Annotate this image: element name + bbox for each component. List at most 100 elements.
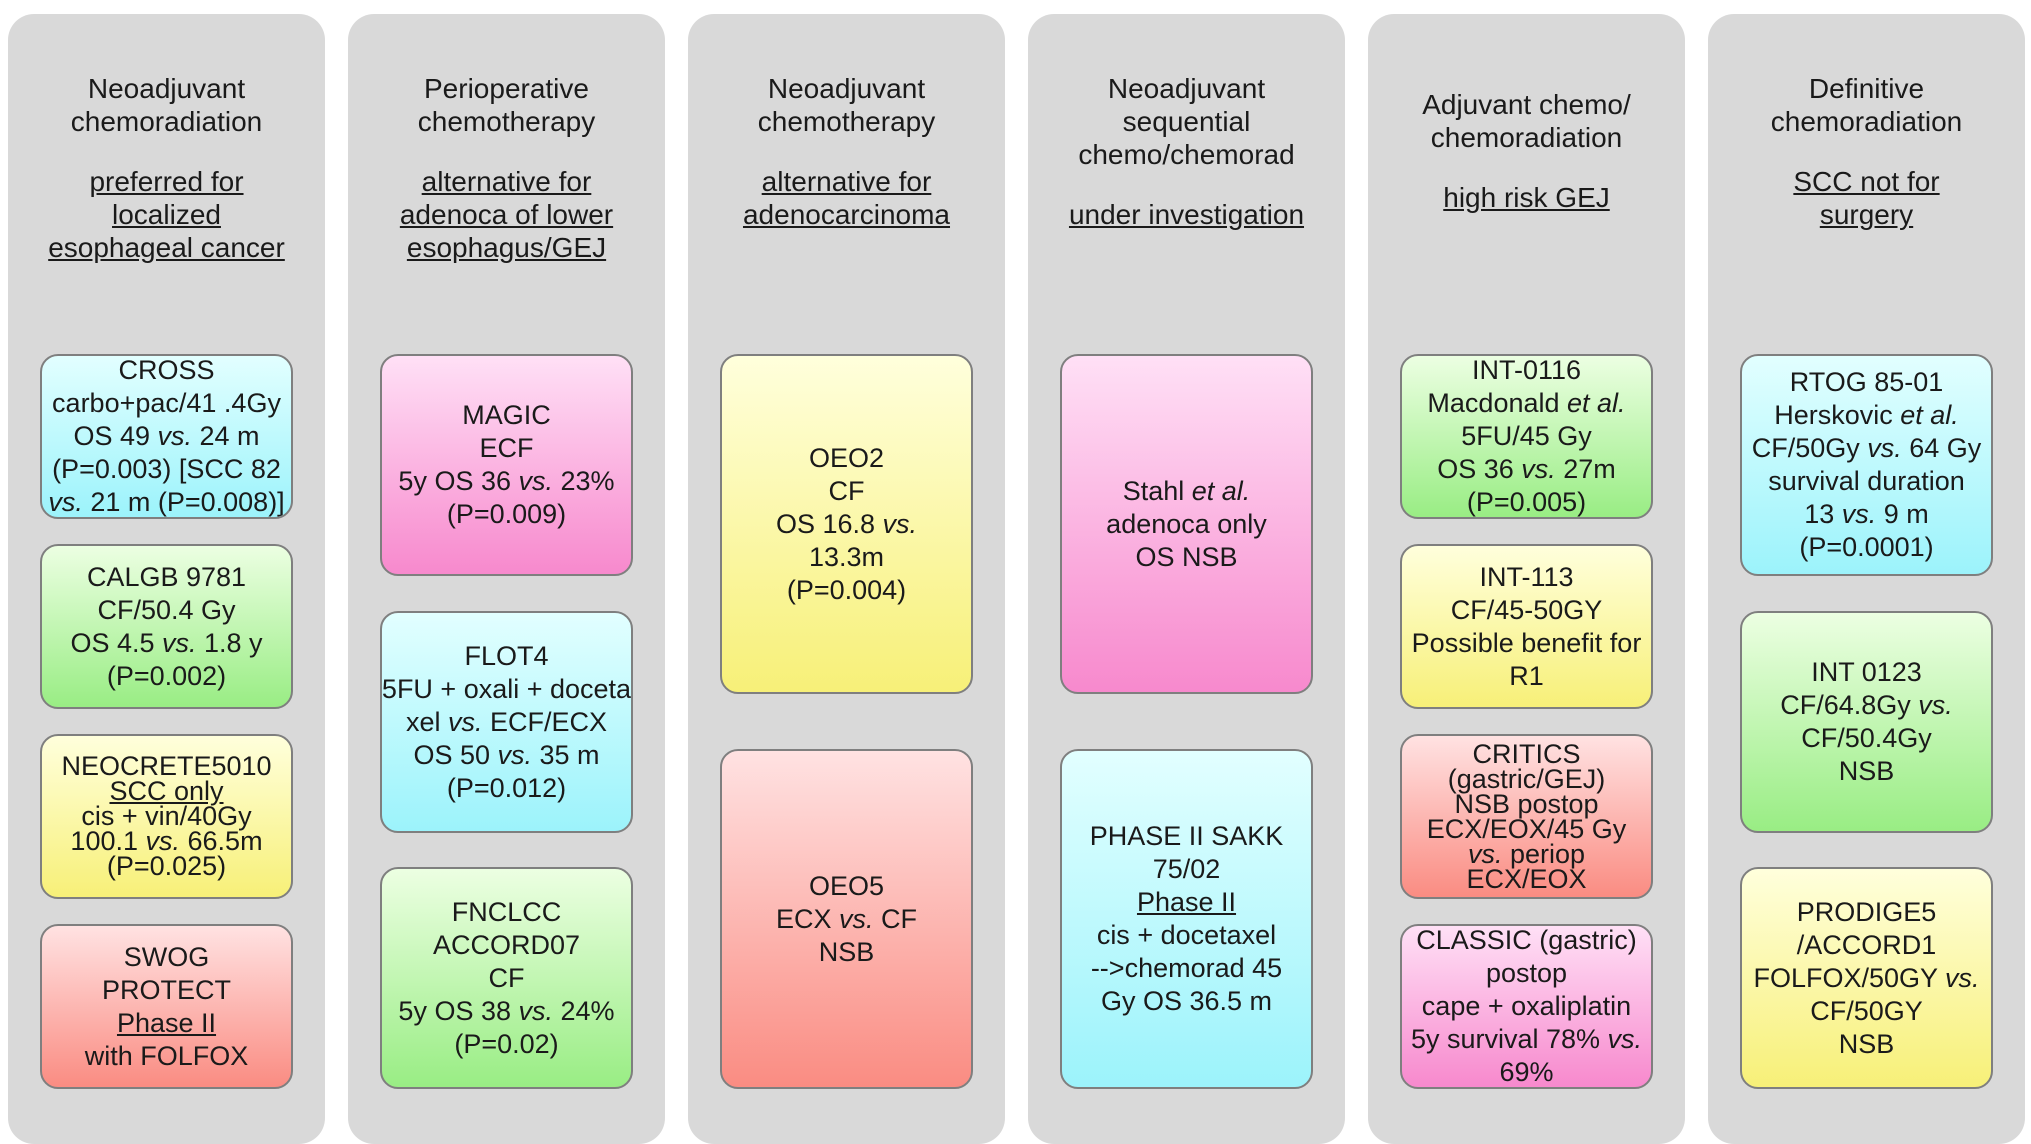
column-recommendation-line: adenocarcinoma — [742, 199, 951, 230]
column-title-line: chemo/chemorad — [1078, 139, 1295, 170]
trial-detail-line: OS 50 vs. 35 m — [413, 739, 600, 770]
trial-name: PHASE II SAKK — [1089, 821, 1284, 851]
trial-detail-line: (P=0.004) — [786, 574, 907, 605]
column-recommendation-line: esophagus/GEJ — [406, 232, 607, 263]
trial-detail-line: OS 49 vs. 24 m — [73, 421, 260, 451]
trial-name: FLOT4 — [464, 640, 549, 671]
column-title-line: Neoadjuvant — [87, 73, 246, 104]
trial-detail-line: CF/50Gy vs. 64 Gy — [1751, 433, 1982, 463]
trial-detail-line: with FOLFOX — [84, 1040, 249, 1071]
trial-detail-line: cape + oxaliplatin — [1421, 991, 1632, 1021]
trial-detail-line: NSB — [1838, 756, 1895, 786]
trial-name: RTOG 85-01 — [1789, 367, 1944, 397]
trial-detail-line: 13.3m — [808, 541, 885, 572]
trial-detail-line: survival duration — [1768, 466, 1965, 496]
trial-detail-line: (P=0.0001) — [1799, 532, 1934, 562]
column-header: Adjuvant chemo/chemoradiation high risk G… — [1368, 88, 1685, 214]
trial-detail-line: FOLFOX/50GY vs. — [1753, 962, 1980, 993]
trial-detail-line: (P=0.012) — [446, 772, 567, 803]
trial-detail-line: 5FU + oxali + doceta — [381, 673, 632, 704]
column-recommendation-line: localized — [112, 199, 221, 230]
trial-detail-line: CF/50.4 Gy — [97, 594, 236, 625]
trial-name: SWOG — [123, 941, 210, 972]
trial-detail-line: (P=0.025) — [106, 851, 227, 881]
trial-name: INT-113 — [1479, 561, 1574, 592]
trial-detail-line: Phase II — [116, 1007, 217, 1038]
trial-detail-line: OS 4.5 vs. 1.8 y — [70, 627, 263, 658]
trial-detail-line: 100.1 vs. 66.5m — [70, 826, 263, 856]
trial-detail-line: 69% — [1499, 1057, 1554, 1087]
trial-detail-line: Herskovic et al. — [1774, 400, 1959, 430]
trial-detail-line: /ACCORD1 — [1796, 929, 1937, 960]
trial-detail-line: CF/50GY — [1810, 995, 1923, 1026]
trial-detail-line: (P=0.003) [SCC 82 — [52, 454, 281, 484]
column-recommendation: high risk GEJ — [1368, 181, 1685, 214]
column-title-line: Neoadjuvant — [1107, 73, 1266, 104]
column-recommendation-line: esophageal cancer — [48, 232, 285, 263]
trial-detail-line: NSB — [1838, 1028, 1895, 1059]
trial-detail-line: (gastric/GEJ) — [1447, 763, 1606, 794]
trial-detail-line: -->chemorad 45 — [1090, 953, 1283, 983]
trial-detail-line: cis + docetaxel — [1096, 920, 1277, 950]
column-title-line: chemoradiation — [1430, 122, 1623, 153]
trial-detail-line: Macdonald et al. — [1427, 388, 1626, 418]
trial-detail-line: (P=0.02) — [454, 1028, 559, 1059]
trial-detail-line: carbo+pac/41 .4Gy — [52, 388, 281, 418]
column-title-line: Neoadjuvant — [767, 73, 926, 104]
column-title: Adjuvant chemo/chemoradiation — [1368, 88, 1685, 154]
trial-detail-line: CF — [488, 962, 525, 993]
trial-name: CALGB 9781 — [86, 561, 247, 592]
trial-name: CLASSIC (gastric) — [1416, 925, 1637, 955]
trial-detail-line: CF — [828, 475, 865, 506]
trial-detail-line: ECF — [479, 433, 534, 463]
trial-detail-line: OS 36 vs. 27m — [1437, 454, 1616, 484]
trial-name: Stahl et al. — [1122, 475, 1251, 506]
column-recommendation-line: SCC not for — [1793, 166, 1940, 197]
trial-detail-line: SCC only — [109, 776, 224, 806]
trial-name: NEOCRETE5010 — [61, 751, 272, 781]
trial-detail-line: xel vs. ECF/ECX — [405, 706, 608, 737]
trial-detail-line: adenoca only — [1106, 508, 1267, 539]
trial-name: PRODIGE5 — [1796, 896, 1937, 927]
column-recommendation-line: high risk GEJ — [1443, 182, 1610, 213]
column-recommendation-line: surgery — [1819, 199, 1914, 230]
column-title-line: sequential — [1122, 106, 1251, 137]
trial-detail-line: ECX vs. CF — [775, 903, 918, 934]
trial-detail-line: 5y survival 78% vs. — [1410, 1024, 1643, 1054]
trial-detail-line: 5FU/45 Gy — [1461, 421, 1592, 451]
trial-detail-line: postop — [1485, 958, 1568, 988]
trial-name: MAGIC — [462, 400, 551, 430]
column-title-line: chemoradiation — [1770, 106, 1963, 137]
trial-name: INT-0116 — [1471, 355, 1582, 385]
column-recommendation-line: alternative for — [761, 166, 932, 197]
trial-detail-line: vs. 21 m (P=0.008)] — [48, 487, 285, 517]
column-title-line: chemoradiation — [70, 106, 263, 137]
trial-detail-line: Gy OS 36.5 m — [1100, 986, 1273, 1016]
trial-detail-line: R1 — [1509, 660, 1544, 691]
trial-detail-line: CF/64.8Gy vs. — [1780, 690, 1953, 720]
trial-detail-line: cis + vin/40Gy — [81, 801, 252, 831]
trial-detail-line: Phase II — [1136, 887, 1237, 917]
trial-detail-line: OS 16.8 vs. — [775, 508, 918, 539]
column-title-line: Perioperative — [424, 73, 589, 104]
column-recommendation-line: preferred for — [89, 166, 244, 197]
